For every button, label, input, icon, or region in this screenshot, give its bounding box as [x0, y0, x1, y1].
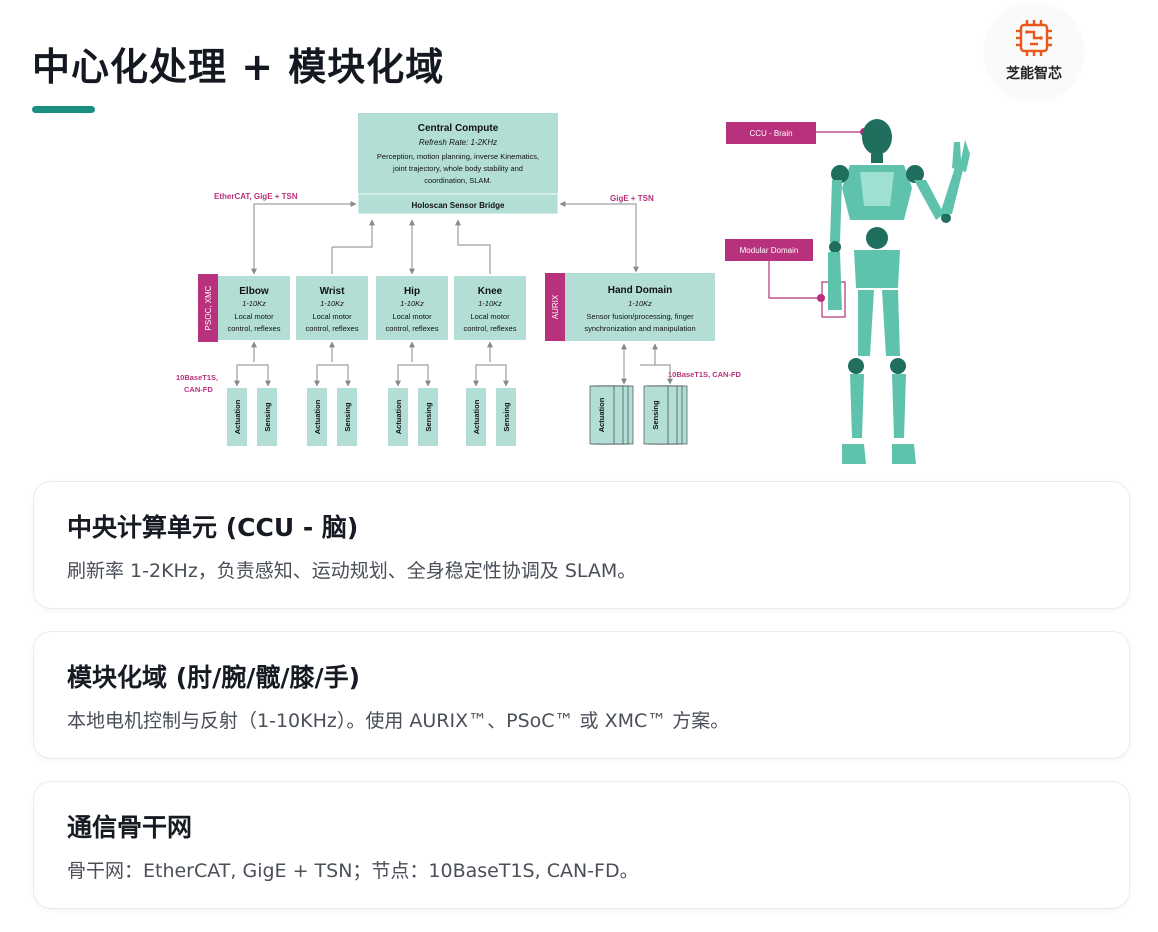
card-title: 中央计算单元 (CCU - 脑) [67, 513, 359, 542]
domain-knee: Knee 1-10Kz Local motor control, reflexe… [454, 276, 526, 340]
svg-text:Local motor: Local motor [470, 312, 510, 321]
node-hip: Actuation Sensing [388, 388, 438, 446]
svg-text:1-10Kz: 1-10Kz [242, 299, 266, 308]
title-accent-bar [32, 106, 95, 113]
card-title: 模块化域 (肘/腕/髋/膝/手) [67, 663, 361, 692]
card-desc: 骨干网：EtherCAT, GigE + TSN；节点：10BaseT1S, C… [67, 860, 639, 882]
node-knee: Actuation Sensing [466, 388, 516, 446]
svg-text:Local motor: Local motor [312, 312, 352, 321]
svg-text:Sensing: Sensing [502, 402, 511, 432]
svg-text:Sensor fusion/processing, fing: Sensor fusion/processing, finger [586, 312, 694, 321]
svg-text:Local motor: Local motor [234, 312, 274, 321]
node-hand: Actuation Sensing [589, 385, 688, 445]
svg-text:Local motor: Local motor [392, 312, 432, 321]
svg-text:CCU - Brain: CCU - Brain [749, 129, 792, 138]
ccu-brain-callout: CCU - Brain [726, 122, 868, 144]
bridge-label: Holoscan Sensor Bridge [412, 201, 505, 210]
svg-text:1-10Kz: 1-10Kz [400, 299, 424, 308]
side-label-psoc: PSOC, XMC [198, 274, 218, 342]
svg-text:Sensing: Sensing [651, 400, 660, 430]
node-left-label-1: 10BaseT1S, [176, 373, 218, 382]
central-desc-1: Perception, motion planning, inverse Kin… [377, 152, 539, 161]
page-title: 中心化处理 + 模块化域 [32, 45, 445, 89]
side-left-text: PSOC, XMC [204, 285, 213, 330]
svg-text:Knee: Knee [478, 286, 503, 297]
card-desc: 本地电机控制与反射（1-10KHz）。使用 AURIX™、PSoC™ 或 XMC… [67, 710, 730, 732]
side-label-aurix: AURIX [545, 273, 565, 341]
node-right-label: 10BaseT1S, CAN-FD [668, 370, 742, 379]
svg-text:Actuation: Actuation [597, 397, 606, 432]
svg-text:control, reflexes: control, reflexes [306, 324, 359, 333]
central-compute-box: Central Compute Refresh Rate: 1-2KHz Per… [358, 113, 558, 197]
modular-domain-callout: Modular Domain [725, 239, 846, 318]
sensor-bridge-box: Holoscan Sensor Bridge [357, 193, 559, 215]
svg-text:Modular Domain: Modular Domain [740, 246, 799, 255]
svg-text:Actuation: Actuation [233, 399, 242, 434]
central-title: Central Compute [418, 123, 499, 134]
link-left-label: EtherCAT, GigE + TSN [214, 192, 298, 201]
svg-text:Sensing: Sensing [424, 402, 433, 432]
domain-hip: Hip 1-10Kz Local motor control, reflexes [376, 276, 448, 340]
node-wrist: Actuation Sensing [307, 388, 357, 446]
info-card-modular-domain: 模块化域 (肘/腕/髋/膝/手) 本地电机控制与反射（1-10KHz）。使用 A… [33, 631, 1130, 759]
brand-logo: 芝能智芯 [986, 4, 1082, 100]
svg-text:Actuation: Actuation [472, 399, 481, 434]
architecture-diagram: Central Compute Refresh Rate: 1-2KHz Per… [170, 110, 988, 475]
humanoid-robot-illustration [828, 119, 970, 464]
domain-elbow: Elbow 1-10Kz Local motor control, reflex… [218, 276, 290, 340]
central-rate: Refresh Rate: 1-2KHz [419, 138, 497, 147]
svg-text:Elbow: Elbow [239, 286, 269, 297]
node-elbow: Actuation Sensing [227, 388, 277, 446]
svg-text:1-10Kz: 1-10Kz [478, 299, 502, 308]
svg-text:Actuation: Actuation [394, 399, 403, 434]
svg-text:Sensing: Sensing [343, 402, 352, 432]
central-desc-2: joint trajectory, whole body stability a… [392, 164, 523, 173]
info-card-ccu: 中央计算单元 (CCU - 脑) 刷新率 1-2KHz，负责感知、运动规划、全身… [33, 481, 1130, 609]
link-right-label: GigE + TSN [610, 194, 654, 203]
central-desc-3: coordination, SLAM. [424, 176, 492, 185]
svg-text:Hip: Hip [404, 286, 420, 297]
chip-icon [1016, 20, 1052, 56]
domain-hand: Hand Domain 1-10Kz Sensor fusion/process… [565, 273, 715, 341]
svg-text:control, reflexes: control, reflexes [228, 324, 281, 333]
svg-text:1-10Kz: 1-10Kz [628, 299, 652, 308]
svg-text:control, reflexes: control, reflexes [464, 324, 517, 333]
svg-text:1-10Kz: 1-10Kz [320, 299, 344, 308]
side-right-text: AURIX [551, 294, 560, 319]
node-left-label-2: CAN-FD [184, 385, 213, 394]
logo-text: 芝能智芯 [1006, 66, 1062, 82]
card-desc: 刷新率 1-2KHz，负责感知、运动规划、全身稳定性协调及 SLAM。 [67, 560, 637, 582]
svg-text:control, reflexes: control, reflexes [386, 324, 439, 333]
svg-text:Sensing: Sensing [263, 402, 272, 432]
svg-text:Hand Domain: Hand Domain [608, 285, 672, 296]
domain-wrist: Wrist 1-10Kz Local motor control, reflex… [296, 276, 368, 340]
svg-text:synchronization and manipulati: synchronization and manipulation [584, 324, 695, 333]
svg-text:Actuation: Actuation [313, 399, 322, 434]
svg-text:Wrist: Wrist [320, 286, 345, 297]
card-title: 通信骨干网 [67, 813, 193, 842]
info-card-backbone: 通信骨干网 骨干网：EtherCAT, GigE + TSN；节点：10Base… [33, 781, 1130, 909]
